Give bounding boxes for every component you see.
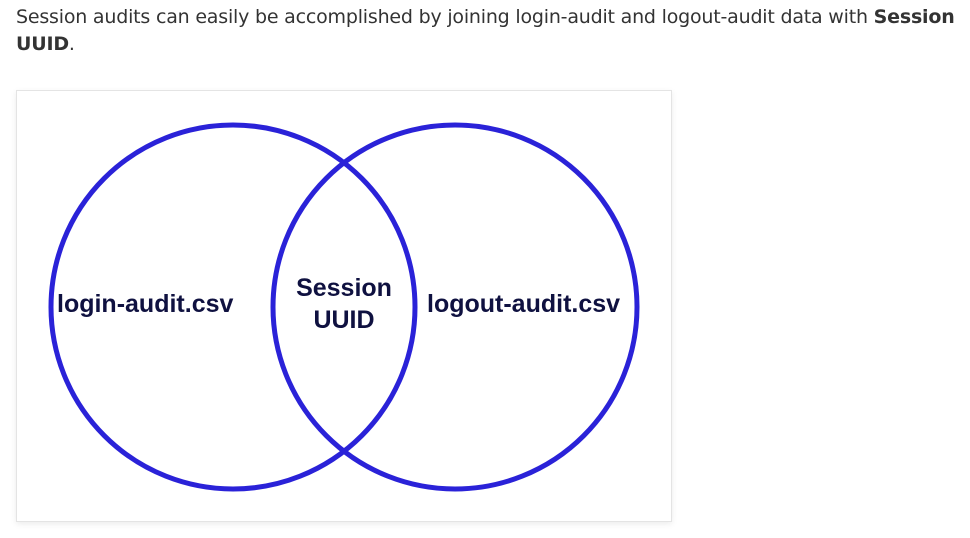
right-circle xyxy=(270,122,640,492)
intro-text: Session audits can easily be accomplishe… xyxy=(16,6,874,28)
intro-paragraph: Session audits can easily be accomplishe… xyxy=(16,4,956,58)
left-circle xyxy=(48,122,418,492)
intersection-label-line2: UUID xyxy=(313,306,374,334)
intersection-label-line1: Session xyxy=(296,274,392,302)
venn-diagram-frame: login-audit.csv Session UUID logout-audi… xyxy=(16,90,672,522)
left-set-label: login-audit.csv xyxy=(57,290,234,318)
right-set-label: logout-audit.csv xyxy=(427,290,620,318)
intro-period: . xyxy=(68,33,75,55)
intro-bold-term: Session UUID xyxy=(16,6,955,55)
venn-diagram: login-audit.csv Session UUID logout-audi… xyxy=(48,122,640,492)
